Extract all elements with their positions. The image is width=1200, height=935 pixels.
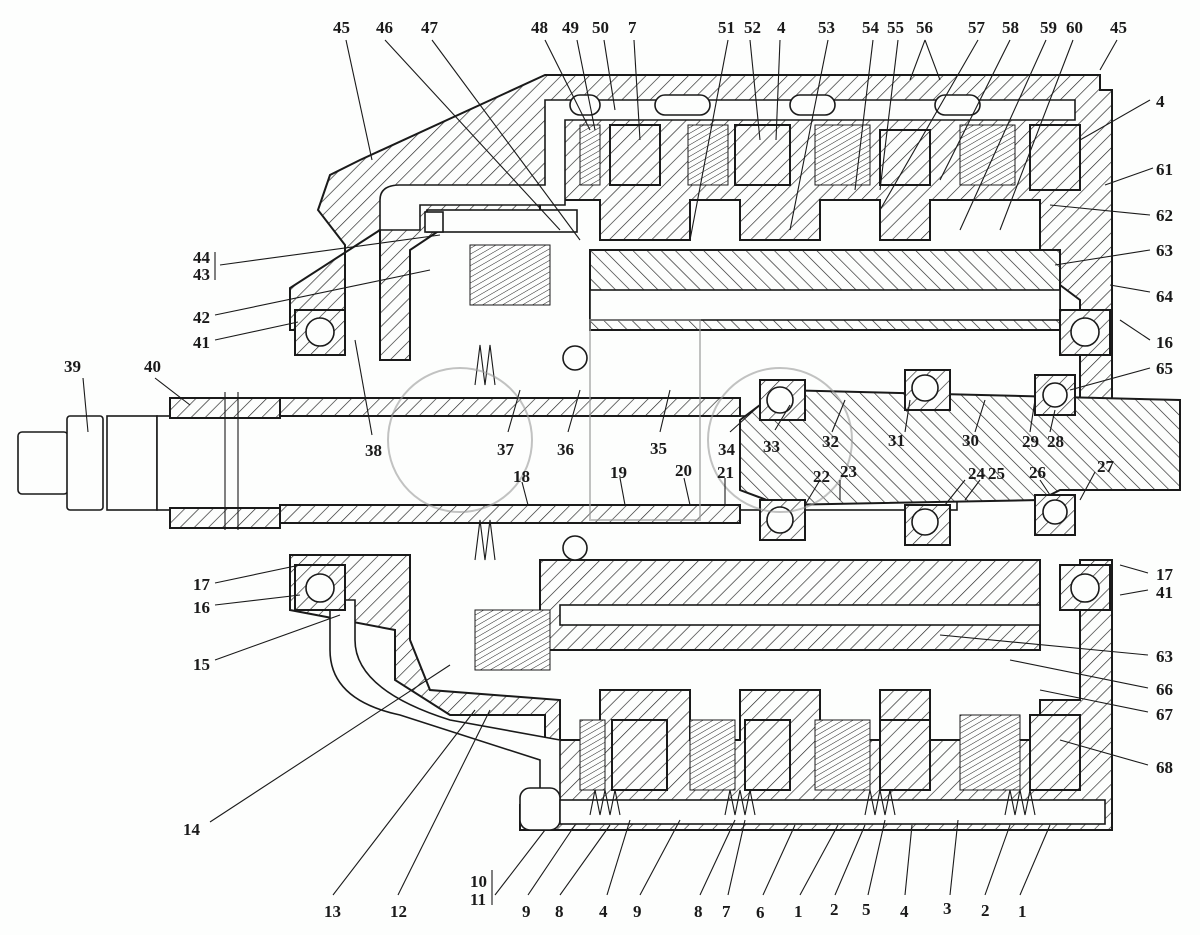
- callout-64: 64: [1156, 287, 1174, 306]
- callout-10: 10: [470, 872, 487, 891]
- callout-8-a: 8: [555, 902, 564, 921]
- callout-51: 51: [718, 18, 735, 37]
- callout-11: 11: [470, 890, 486, 909]
- callout-40: 40: [144, 357, 161, 376]
- callout-32: 32: [822, 432, 839, 451]
- output-shaft: [279, 249, 1181, 651]
- bearings: [294, 309, 1111, 611]
- callout-38: 38: [365, 441, 382, 460]
- callout-35: 35: [650, 439, 667, 458]
- callout-59: 59: [1040, 18, 1057, 37]
- callout-3: 3: [943, 899, 952, 918]
- callout-61: 61: [1156, 160, 1173, 179]
- callout-1-a: 1: [794, 902, 803, 921]
- callout-23: 23: [840, 462, 857, 481]
- watermark: [387, 319, 853, 521]
- callout-67: 67: [1156, 705, 1174, 724]
- callout-30: 30: [962, 431, 979, 450]
- callout-9-b: 9: [633, 902, 642, 921]
- callout-37: 37: [497, 440, 515, 459]
- callout-50: 50: [592, 18, 609, 37]
- callout-28: 28: [1047, 432, 1064, 451]
- callout-1-b: 1: [1018, 902, 1027, 921]
- callout-47: 47: [421, 18, 439, 37]
- callout-20: 20: [675, 461, 692, 480]
- callout-16-right: 16: [1156, 333, 1173, 352]
- callout-63-lower: 63: [1156, 647, 1173, 666]
- callout-18: 18: [513, 467, 530, 486]
- callout-66: 66: [1156, 680, 1173, 699]
- callout-27: 27: [1097, 457, 1115, 476]
- callout-46: 46: [376, 18, 393, 37]
- callout-8-b: 8: [694, 902, 703, 921]
- callout-13: 13: [324, 902, 341, 921]
- callout-19: 19: [610, 463, 627, 482]
- callout-17-left: 17: [193, 575, 211, 594]
- callout-6: 6: [756, 903, 765, 922]
- callout-41-right: 41: [1156, 583, 1173, 602]
- callout-7-bottom: 7: [722, 902, 731, 921]
- callout-2-a: 2: [830, 900, 839, 919]
- callout-57: 57: [968, 18, 986, 37]
- callout-34: 34: [718, 440, 736, 459]
- callout-14: 14: [183, 820, 201, 839]
- callout-45-top-left: 45: [333, 18, 350, 37]
- callout-24: 24: [968, 464, 986, 483]
- leader-lines: [82, 39, 1154, 905]
- callout-29: 29: [1022, 432, 1039, 451]
- callout-58: 58: [1002, 18, 1019, 37]
- callout-9-a: 9: [522, 902, 531, 921]
- callout-26: 26: [1029, 463, 1046, 482]
- clutch-packs-upper: [469, 94, 1081, 306]
- callout-68: 68: [1156, 758, 1173, 777]
- callout-55: 55: [887, 18, 904, 37]
- callout-21: 21: [717, 463, 734, 482]
- callout-43: 43: [193, 265, 210, 284]
- springs: [474, 344, 1036, 816]
- callout-4-bottom-b: 4: [900, 902, 909, 921]
- callout-labels: 45 46 47 48 49 50 7 51 52 4 53 54 55 56 …: [64, 18, 1174, 922]
- callout-41-left: 41: [193, 333, 210, 352]
- callout-45-top-right: 45: [1110, 18, 1127, 37]
- callout-53: 53: [818, 18, 835, 37]
- callout-42: 42: [193, 308, 210, 327]
- callout-36: 36: [557, 440, 574, 459]
- callout-49: 49: [562, 18, 579, 37]
- callout-4-right: 4: [1156, 92, 1165, 111]
- callout-60: 60: [1066, 18, 1083, 37]
- callout-31: 31: [888, 431, 905, 450]
- callout-65: 65: [1156, 359, 1173, 378]
- callout-5: 5: [862, 900, 871, 919]
- callout-44: 44: [193, 248, 211, 267]
- callout-39: 39: [64, 357, 81, 376]
- callout-63-upper: 63: [1156, 241, 1173, 260]
- callout-62: 62: [1156, 206, 1173, 225]
- callout-25: 25: [988, 464, 1005, 483]
- callout-12: 12: [390, 902, 407, 921]
- callout-17-right: 17: [1156, 565, 1174, 584]
- callout-48: 48: [531, 18, 548, 37]
- callout-7-top: 7: [628, 18, 637, 37]
- callout-22: 22: [813, 467, 830, 486]
- callout-15: 15: [193, 655, 210, 674]
- callout-56: 56: [916, 18, 933, 37]
- clutch-packs-lower: [474, 609, 1081, 791]
- callout-4-top: 4: [777, 18, 786, 37]
- callout-52: 52: [744, 18, 761, 37]
- callout-4-bottom-a: 4: [599, 902, 608, 921]
- callout-54: 54: [862, 18, 880, 37]
- callout-2-b: 2: [981, 901, 990, 920]
- callout-33: 33: [763, 437, 780, 456]
- callout-16-left: 16: [193, 598, 210, 617]
